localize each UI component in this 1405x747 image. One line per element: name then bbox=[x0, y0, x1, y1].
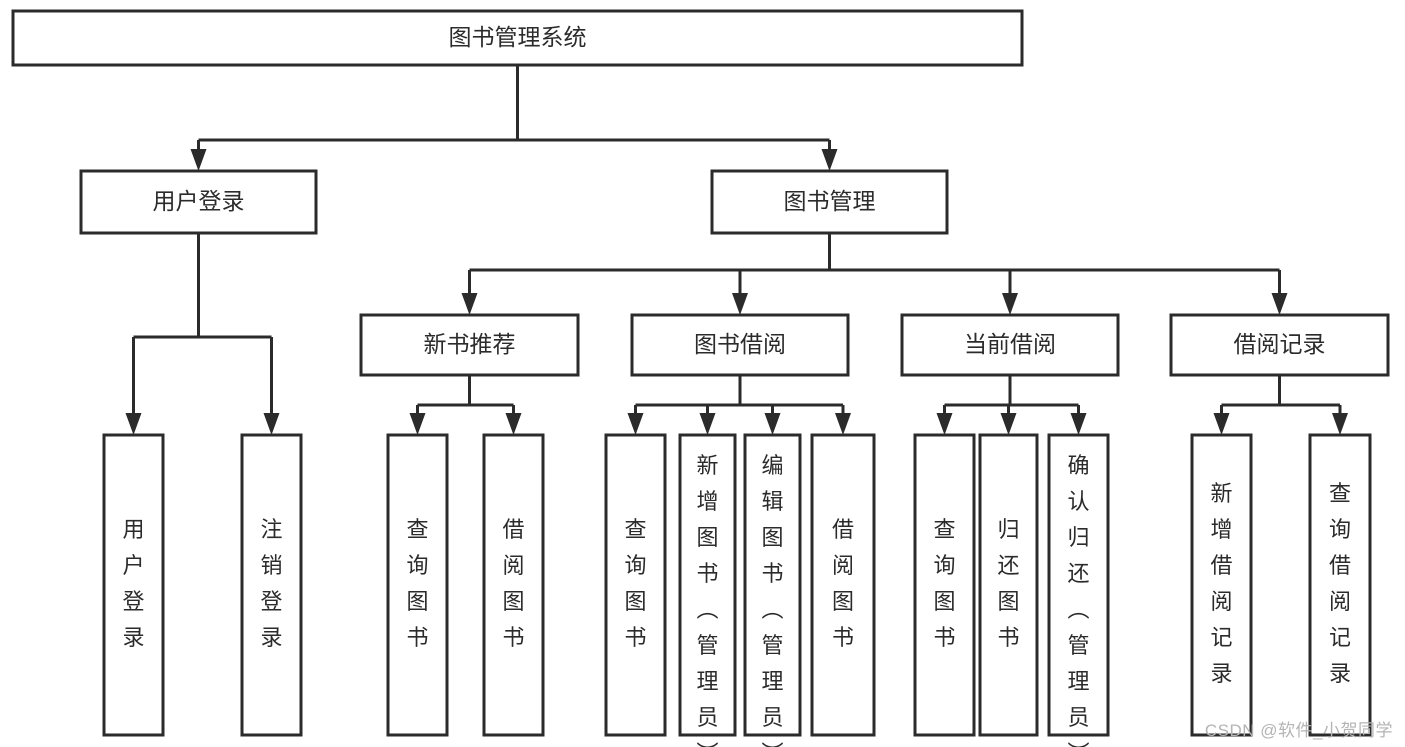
node-newbook[interactable]: 新书推荐 bbox=[359, 313, 580, 377]
arrow-head-icon bbox=[461, 293, 478, 315]
node-label: 图书管理 bbox=[784, 188, 876, 214]
node-label: 新增借阅记录 bbox=[1210, 481, 1232, 686]
node-box[interactable] bbox=[1308, 433, 1372, 737]
node-box[interactable] bbox=[743, 433, 802, 737]
node-box[interactable] bbox=[359, 313, 580, 377]
connector-group-newbook bbox=[409, 375, 522, 435]
node-label: 查询图书 bbox=[406, 517, 428, 650]
node-box[interactable] bbox=[386, 433, 449, 737]
node-borrow[interactable]: 图书借阅 bbox=[630, 313, 850, 377]
node-leaf-new-query[interactable]: 查询图书 bbox=[386, 433, 449, 737]
node-box[interactable] bbox=[11, 9, 1024, 67]
node-box[interactable] bbox=[978, 433, 1039, 737]
arrow-head-icon bbox=[263, 413, 280, 435]
arrow-head-icon bbox=[1002, 293, 1018, 315]
node-leaf-new-borrow[interactable]: 借阅图书 bbox=[482, 433, 545, 737]
arrow-head-icon bbox=[699, 413, 716, 435]
node-box[interactable] bbox=[678, 433, 737, 737]
arrow-head-icon bbox=[505, 413, 522, 435]
arrow-head-icon bbox=[936, 413, 953, 435]
node-label: 新书推荐 bbox=[424, 331, 516, 357]
csdn-watermark: CSDN @软件_小贺同学 bbox=[1204, 721, 1393, 740]
connector-group-login bbox=[125, 233, 280, 435]
node-leaf-borrow-add[interactable]: 新增图书︵管理员︶ bbox=[678, 433, 737, 747]
node-leaf-borrow-query[interactable]: 查询图书 bbox=[604, 433, 667, 737]
connector-layer bbox=[125, 65, 1348, 435]
node-label: 图书借阅 bbox=[694, 331, 786, 357]
arrow-head-icon bbox=[835, 413, 851, 435]
node-layer: 图书管理系统用户登录图书管理新书推荐图书借阅当前借阅借阅记录用户登录注销登录查询… bbox=[11, 9, 1390, 747]
arrow-head-icon bbox=[1332, 413, 1348, 435]
node-label: 确认归还︵管理员︶ bbox=[1067, 453, 1089, 747]
node-label: 查询图书 bbox=[933, 517, 955, 650]
node-label: 新增图书︵管理员︶ bbox=[696, 453, 718, 747]
node-leaf-cur-query[interactable]: 查询图书 bbox=[913, 433, 976, 737]
node-box[interactable] bbox=[630, 313, 850, 377]
node-leaf-borrow-edit[interactable]: 编辑图书︵管理员︶ bbox=[743, 433, 802, 747]
node-label: 借阅图书 bbox=[502, 517, 524, 650]
node-label: 借阅图书 bbox=[832, 517, 854, 650]
node-label: 当前借阅 bbox=[964, 331, 1056, 357]
connector-group-current bbox=[936, 375, 1087, 435]
arrow-head-icon bbox=[1213, 413, 1230, 435]
node-box[interactable] bbox=[240, 433, 303, 737]
node-box[interactable] bbox=[79, 169, 318, 235]
node-leaf-rec-add[interactable]: 新增借阅记录 bbox=[1190, 433, 1253, 737]
node-label: 编辑图书︵管理员︶ bbox=[761, 453, 783, 747]
connector-group-borrow bbox=[627, 375, 851, 435]
node-label: 用户登录 bbox=[122, 517, 144, 650]
node-box[interactable] bbox=[913, 433, 976, 737]
node-records[interactable]: 借阅记录 bbox=[1169, 313, 1390, 377]
node-box[interactable] bbox=[1047, 433, 1110, 737]
arrow-head-icon bbox=[1070, 413, 1087, 435]
node-login[interactable]: 用户登录 bbox=[79, 169, 318, 235]
arrow-head-icon bbox=[764, 413, 781, 435]
node-box[interactable] bbox=[900, 313, 1120, 377]
arrow-head-icon bbox=[821, 149, 838, 171]
connector-group-records bbox=[1213, 375, 1348, 435]
connector-group-root bbox=[190, 65, 838, 171]
node-leaf-rec-query[interactable]: 查询借阅记录 bbox=[1308, 433, 1372, 737]
arrow-head-icon bbox=[1000, 413, 1017, 435]
node-leaf-cur-return[interactable]: 归还图书 bbox=[978, 433, 1039, 737]
arrow-head-icon bbox=[627, 413, 644, 435]
node-leaf-cur-confirm[interactable]: 确认归还︵管理员︶ bbox=[1047, 433, 1110, 747]
node-leaf-borrow-do[interactable]: 借阅图书 bbox=[810, 433, 876, 737]
node-box[interactable] bbox=[710, 169, 949, 235]
node-label: 归还图书 bbox=[997, 517, 1019, 650]
node-box[interactable] bbox=[1169, 313, 1390, 377]
node-label: 用户登录 bbox=[153, 188, 245, 214]
node-box[interactable] bbox=[1190, 433, 1253, 737]
node-root[interactable]: 图书管理系统 bbox=[11, 9, 1024, 67]
connector-group-bookmgmt bbox=[461, 233, 1288, 315]
arrow-head-icon bbox=[409, 413, 426, 435]
node-label: 图书管理系统 bbox=[449, 24, 587, 50]
node-box[interactable] bbox=[604, 433, 667, 737]
node-label: 查询借阅记录 bbox=[1329, 481, 1351, 686]
node-label: 注销登录 bbox=[260, 517, 282, 650]
node-label: 借阅记录 bbox=[1234, 331, 1326, 357]
node-box[interactable] bbox=[482, 433, 545, 737]
arrow-head-icon bbox=[190, 149, 207, 171]
node-bookmgmt[interactable]: 图书管理 bbox=[710, 169, 949, 235]
node-box[interactable] bbox=[810, 433, 876, 737]
arrow-head-icon bbox=[1271, 293, 1288, 315]
node-current[interactable]: 当前借阅 bbox=[900, 313, 1120, 377]
node-label: 查询图书 bbox=[624, 517, 646, 650]
node-box[interactable] bbox=[102, 433, 165, 737]
node-leaf-user-login[interactable]: 用户登录 bbox=[102, 433, 165, 737]
node-leaf-user-logout[interactable]: 注销登录 bbox=[240, 433, 303, 737]
arrow-head-icon bbox=[732, 293, 748, 315]
arrow-head-icon bbox=[125, 413, 142, 435]
